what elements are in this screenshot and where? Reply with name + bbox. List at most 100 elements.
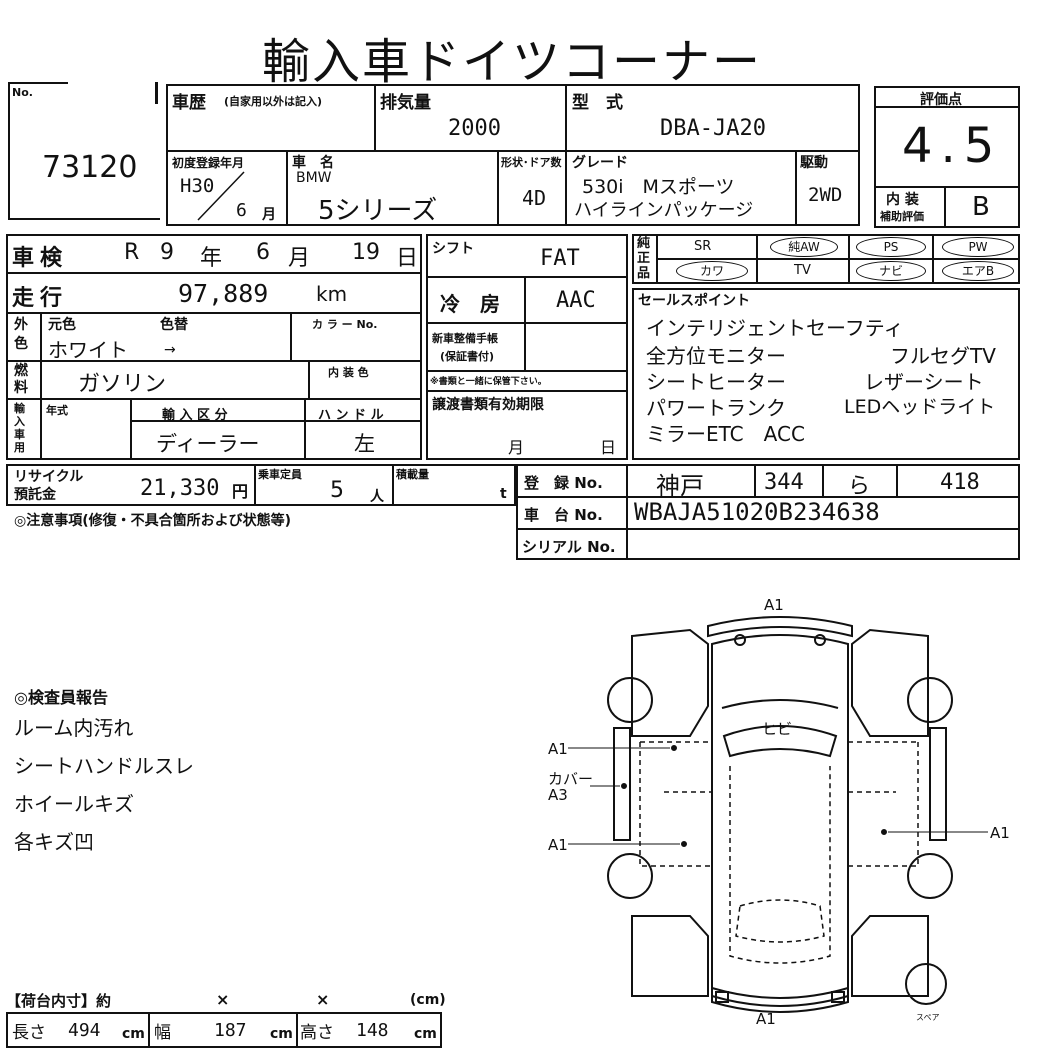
genuine-item-leather: カワ xyxy=(676,261,748,281)
diagram-label-left-3: A1 xyxy=(548,836,568,854)
aircon-value: AAC xyxy=(556,288,596,313)
import-year-label: 年式 xyxy=(46,404,68,417)
genuine-item-tv: TV xyxy=(794,263,811,278)
color-value: ホワイト xyxy=(48,338,128,362)
shift-label: シフト xyxy=(432,241,474,257)
color-arrow: → xyxy=(164,342,176,358)
color-orig-label: 元色 xyxy=(48,317,76,333)
drive-value: 2WD xyxy=(808,184,843,206)
sales-point-1-left: インテリジェントセーフティ xyxy=(646,316,904,340)
capacity-value: 5 xyxy=(330,478,344,503)
inspection-year-unit: 年 xyxy=(200,246,223,271)
car-maker: BMW xyxy=(296,170,332,186)
load-label: 積載量 xyxy=(396,468,429,481)
inspection-month-unit: 月 xyxy=(288,246,311,271)
lot-no-label: No. xyxy=(12,86,33,99)
first-reg-year: H30 xyxy=(180,175,215,197)
diagram-label-left-2a: カバー xyxy=(548,770,594,788)
registration-number: 418 xyxy=(940,470,980,495)
recycle-unit: 円 xyxy=(232,482,249,501)
cargo-length-unit: cm xyxy=(122,1026,145,1042)
lot-number: 73120 xyxy=(42,150,138,185)
import-type-value: ディーラー xyxy=(156,432,260,456)
cargo-width-unit: cm xyxy=(270,1026,293,1042)
genuine-item-sr: SR xyxy=(694,239,712,254)
interior-label-1: 内 装 xyxy=(886,192,919,208)
inspector-item-3: ホイールキズ xyxy=(14,792,134,816)
maintenance-label-1: 新車整備手帳 xyxy=(432,332,498,345)
inspection-year: 9 xyxy=(160,240,174,265)
handle-label: ハ ン ド ル xyxy=(318,408,384,423)
diagram-label-crack: ヒビ xyxy=(762,720,793,738)
registration-class: 344 xyxy=(764,470,804,495)
genuine-item-navi: ナビ xyxy=(856,261,926,281)
inspection-day: 19 xyxy=(352,240,380,265)
inspection-label: 車検 xyxy=(12,246,69,271)
inspector-item-4: 各キズ凹 xyxy=(14,830,94,854)
inspector-item-2: シートハンドルスレ xyxy=(14,754,194,778)
recycle-value: 21,330 xyxy=(140,476,220,501)
import-side-label: 輸入車用 xyxy=(14,402,25,454)
score-box xyxy=(874,86,1020,228)
interior-label-2: 補助評価 xyxy=(880,210,924,223)
sales-point-5-left: ミラーETC ACC xyxy=(646,422,805,446)
sales-points-label: セールスポイント xyxy=(638,293,750,309)
inspection-month: 6 xyxy=(256,240,270,265)
mileage-label: 走行 xyxy=(12,286,69,311)
fuel-value: ガソリン xyxy=(78,372,167,397)
displacement-value: 2000 xyxy=(448,116,501,141)
first-reg-month: 6 xyxy=(236,200,247,221)
color-side-label: 外色 xyxy=(14,317,28,352)
handle-value: 左 xyxy=(354,432,375,456)
genuine-item-airbag: エアB xyxy=(942,261,1014,281)
cargo-x-2: × xyxy=(316,990,330,1009)
doors-value: 4D xyxy=(522,186,547,210)
serial-label: シリアル No. xyxy=(522,538,616,556)
cargo-x-1: × xyxy=(216,990,230,1009)
left-details-grid xyxy=(6,234,422,460)
diagram-label-left-1: A1 xyxy=(548,740,568,758)
history-note: (自家用以外は記入) xyxy=(224,95,323,108)
car-name-value: 5シリーズ xyxy=(318,196,438,226)
inspection-day-unit: 日 xyxy=(396,246,419,271)
maintenance-label-2: (保証書付) xyxy=(440,350,495,363)
center-details-grid xyxy=(426,234,628,460)
doors-label: 形状･ドア数 xyxy=(501,156,562,169)
color-change-label: 色替 xyxy=(160,317,188,333)
recycle-row xyxy=(6,464,516,506)
shift-value: FAT xyxy=(540,246,580,271)
maintenance-note: ※書類と一緒に保管下さい。 xyxy=(430,377,547,387)
transfer-month-unit: 月 xyxy=(508,438,525,457)
cargo-height: 148 xyxy=(356,1020,389,1041)
cargo-width-label: 幅 xyxy=(154,1023,171,1043)
chassis-value: WBAJA51020B234638 xyxy=(634,498,880,526)
load-unit: t xyxy=(500,486,507,502)
sales-points-box xyxy=(632,288,1020,460)
cargo-length: 494 xyxy=(68,1020,101,1041)
transfer-label: 譲渡書類有効期限 xyxy=(432,397,544,413)
car-damage-diagram xyxy=(568,616,988,1013)
diagram-label-bottom: A1 xyxy=(756,1010,776,1028)
recycle-label-1: リサイクル xyxy=(14,469,84,485)
transfer-day-unit: 日 xyxy=(600,438,617,457)
model-label: 型 式 xyxy=(572,93,623,113)
drive-label: 駆動 xyxy=(800,155,828,171)
sales-point-3-right: レザーシート xyxy=(864,370,984,394)
sales-point-4-left: パワートランク xyxy=(646,396,786,420)
notes-label: ◎注意事項(修復・不具合箇所および状態等) xyxy=(14,513,292,529)
registration-area: 神戸 xyxy=(656,472,704,500)
model-value: DBA-JA20 xyxy=(660,116,766,141)
page-title: 輸入車ドイツコーナー xyxy=(262,34,763,90)
cargo-width: 187 xyxy=(214,1020,247,1041)
cargo-height-unit: cm xyxy=(414,1026,437,1042)
diagram-label-left-2b: A3 xyxy=(548,786,568,804)
registration-table xyxy=(516,464,1020,560)
lot-number-box xyxy=(8,82,160,220)
genuine-item-pw: PW xyxy=(942,237,1014,257)
cargo-length-label: 長さ xyxy=(12,1023,46,1043)
sales-point-4-right: LEDヘッドライト xyxy=(844,396,996,418)
capacity-label: 乗車定員 xyxy=(258,468,302,481)
score-value: 4.5 xyxy=(902,118,1003,174)
import-type-label: 輸 入 区 分 xyxy=(162,408,228,423)
inspector-item-1: ルーム内汚れ xyxy=(14,716,134,740)
